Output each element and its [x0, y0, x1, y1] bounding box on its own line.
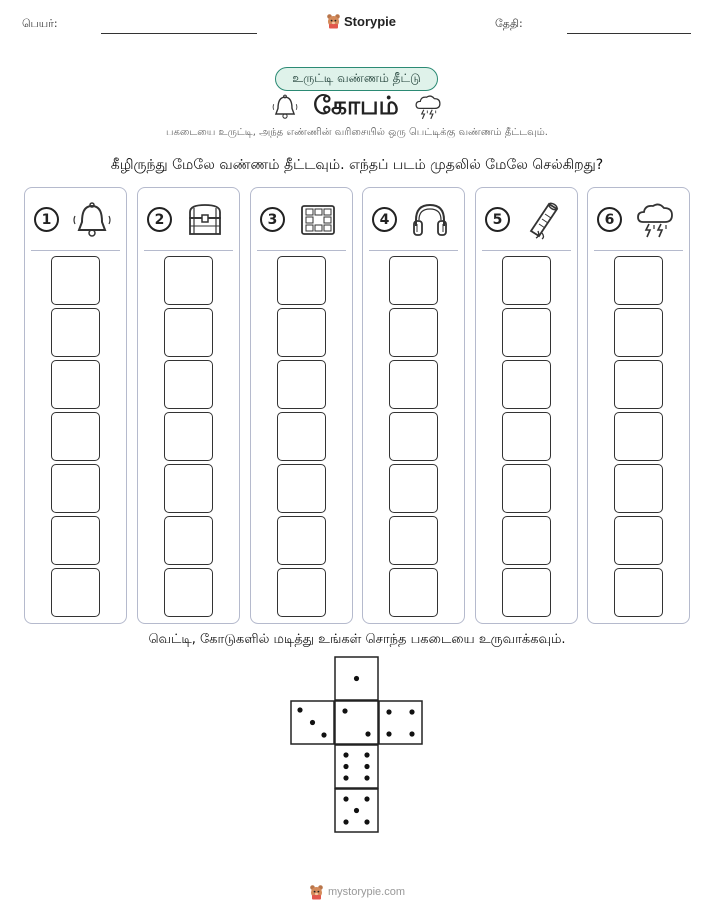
color-box[interactable] — [614, 360, 663, 409]
color-box[interactable] — [389, 516, 438, 565]
column-number: 2 — [147, 207, 172, 232]
column-divider — [482, 250, 571, 251]
color-box[interactable] — [51, 308, 100, 357]
color-box[interactable] — [51, 568, 100, 617]
color-box[interactable] — [389, 412, 438, 461]
title-row: கோபம் — [0, 89, 714, 125]
color-box[interactable] — [502, 516, 551, 565]
color-box[interactable] — [164, 256, 213, 305]
dice-face-2 — [334, 700, 379, 745]
headphones-icon — [413, 203, 447, 236]
footer: mystorypie.com — [0, 884, 714, 900]
bell-icon — [73, 202, 111, 237]
column-header: 1 — [25, 188, 126, 252]
color-box[interactable] — [164, 412, 213, 461]
color-box[interactable] — [51, 516, 100, 565]
bear-logo-icon — [310, 885, 323, 900]
dice-face-4 — [378, 700, 423, 745]
column-4: 4 — [362, 187, 465, 624]
column-number: 3 — [260, 207, 285, 232]
color-box[interactable] — [389, 464, 438, 513]
color-box[interactable] — [51, 412, 100, 461]
color-box[interactable] — [502, 464, 551, 513]
treasure-chest-icon — [189, 204, 221, 235]
color-box[interactable] — [502, 412, 551, 461]
page-title: கோபம் — [313, 90, 399, 120]
color-box[interactable] — [614, 308, 663, 357]
column-number: 5 — [485, 207, 510, 232]
color-box[interactable] — [277, 256, 326, 305]
brand-logo: Storypie — [326, 13, 396, 29]
column-2: 2 — [137, 187, 240, 624]
color-box[interactable] — [614, 464, 663, 513]
column-header: 2 — [138, 188, 239, 252]
date-line — [567, 33, 691, 34]
column-header: 5 — [476, 188, 577, 252]
color-box[interactable] — [164, 568, 213, 617]
color-box[interactable] — [164, 360, 213, 409]
column-header: 3 — [251, 188, 352, 252]
color-box[interactable] — [389, 256, 438, 305]
color-box[interactable] — [614, 412, 663, 461]
instruction: கீழிருந்து மேலே வண்ணம் தீட்டவும். எந்தப்… — [110, 157, 604, 173]
column-header: 6 — [588, 188, 689, 252]
column-3: 3 — [250, 187, 353, 624]
color-box[interactable] — [389, 360, 438, 409]
brand-name: Storypie — [344, 13, 397, 29]
column-header: 4 — [363, 188, 464, 252]
color-box[interactable] — [277, 360, 326, 409]
bear-logo-icon — [327, 14, 340, 29]
column-5: 5 — [475, 187, 578, 624]
color-box[interactable] — [51, 464, 100, 513]
storm-cloud-icon — [415, 95, 441, 120]
color-box[interactable] — [164, 464, 213, 513]
activity-type-badge: உருட்டி வண்ணம் தீட்டு — [275, 67, 438, 91]
name-line — [101, 33, 257, 34]
cut-instruction: வெட்டி, கோடுகளில் மடித்து உங்கள் சொந்த ப… — [148, 632, 566, 647]
column-number: 4 — [372, 207, 397, 232]
bell-icon — [272, 94, 298, 119]
footer-url: mystorypie.com — [327, 886, 406, 898]
color-box[interactable] — [614, 516, 663, 565]
color-box[interactable] — [277, 308, 326, 357]
column-number: 1 — [34, 207, 59, 232]
color-box[interactable] — [502, 360, 551, 409]
color-box[interactable] — [164, 308, 213, 357]
color-box[interactable] — [389, 308, 438, 357]
color-box[interactable] — [277, 412, 326, 461]
color-box[interactable] — [389, 568, 438, 617]
activity-type-label: உருட்டி வண்ணம் தீட்டு — [292, 71, 421, 85]
color-box[interactable] — [614, 256, 663, 305]
column-1: 1 — [24, 187, 127, 624]
color-box[interactable] — [502, 308, 551, 357]
color-box[interactable] — [277, 464, 326, 513]
color-box[interactable] — [51, 360, 100, 409]
sliding-puzzle-icon — [301, 205, 335, 235]
color-box[interactable] — [277, 568, 326, 617]
column-divider — [594, 250, 683, 251]
scroll-icon — [529, 202, 559, 240]
column-6: 6 — [587, 187, 690, 624]
color-box[interactable] — [502, 256, 551, 305]
color-box[interactable] — [277, 516, 326, 565]
color-box[interactable] — [502, 568, 551, 617]
color-box[interactable] — [164, 516, 213, 565]
column-divider — [369, 250, 458, 251]
date-label: தேதி: — [495, 17, 523, 30]
storm-cloud-icon — [637, 203, 673, 238]
column-divider — [144, 250, 233, 251]
color-box[interactable] — [614, 568, 663, 617]
dice-face-6 — [334, 744, 379, 789]
subtitle: பகடையை உருட்டி, அந்த எண்ணின் வரிசையில் ஒ… — [166, 127, 548, 138]
column-number: 6 — [597, 207, 622, 232]
column-divider — [31, 250, 120, 251]
color-box[interactable] — [51, 256, 100, 305]
column-divider — [257, 250, 346, 251]
name-label: பெயர்: — [22, 17, 58, 30]
